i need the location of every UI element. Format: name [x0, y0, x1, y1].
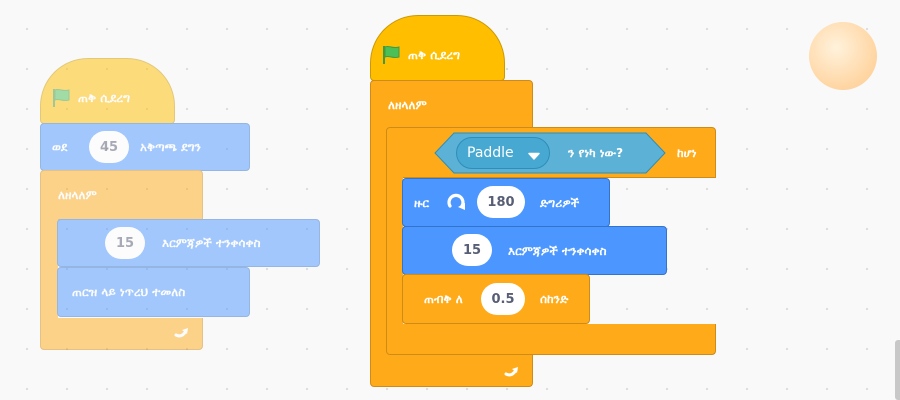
direction-input[interactable]: 45: [89, 131, 129, 163]
forever-block-arm: [40, 219, 58, 319]
touching-object-dropdown[interactable]: Paddle: [456, 137, 550, 169]
move-steps-block[interactable]: [402, 226, 667, 275]
wait-label: ጠብቅ ለ: [424, 292, 463, 306]
forever-block-top[interactable]: [370, 80, 533, 130]
move-steps-block[interactable]: [57, 219, 320, 267]
rotate-clockwise-icon: [444, 191, 468, 219]
green-flag-icon: [380, 44, 402, 70]
forever-label: ለዘላለም: [58, 188, 97, 202]
steps-input[interactable]: 15: [452, 234, 492, 266]
degrees-input[interactable]: 180: [477, 186, 525, 218]
forever-block-arm: [370, 129, 387, 355]
turn-label: ዙር: [414, 196, 430, 210]
if-then-label: ከሆነ: [677, 146, 697, 160]
green-flag-icon: [50, 87, 72, 113]
forever-block-top[interactable]: [40, 170, 203, 220]
bounce-on-edge-block[interactable]: [57, 267, 250, 317]
if-block-arm: [386, 177, 403, 325]
turn-suffix: ድግሪዎች: [540, 196, 580, 210]
point-in-direction-label: ወደ: [52, 140, 68, 154]
vertical-scrollbar[interactable]: [895, 340, 900, 400]
touching-label: ን የነካ ነው?: [568, 146, 624, 160]
when-flag-clicked-label: ጠቅ ሲደረግ: [408, 48, 461, 62]
dropdown-value: Paddle: [467, 145, 514, 161]
loop-arrow-icon: [172, 322, 192, 346]
sprite-thumbnail[interactable]: [809, 22, 877, 90]
move-steps-label: እርምጃዎች ተንቀሳቀስ: [162, 236, 261, 250]
wait-suffix: ሰከንድ: [540, 292, 569, 306]
if-block-bottom: [386, 324, 716, 355]
chevron-down-icon: [527, 149, 541, 165]
loop-arrow-icon: [502, 361, 522, 385]
point-in-direction-suffix: አቅጣጫ ደግን: [140, 140, 201, 154]
move-steps-label: እርምጃዎች ተንቀሳቀስ: [508, 244, 607, 258]
seconds-input[interactable]: 0.5: [481, 283, 525, 315]
bounce-on-edge-label: ጠርዝ ላይ ነጥረህ ተመለስ: [72, 285, 186, 299]
forever-label: ለዘላለም: [388, 98, 427, 112]
steps-input[interactable]: 15: [105, 227, 145, 259]
when-flag-clicked-label: ጠቅ ሲደረግ: [78, 91, 131, 105]
forever-block-bottom: [370, 354, 533, 387]
